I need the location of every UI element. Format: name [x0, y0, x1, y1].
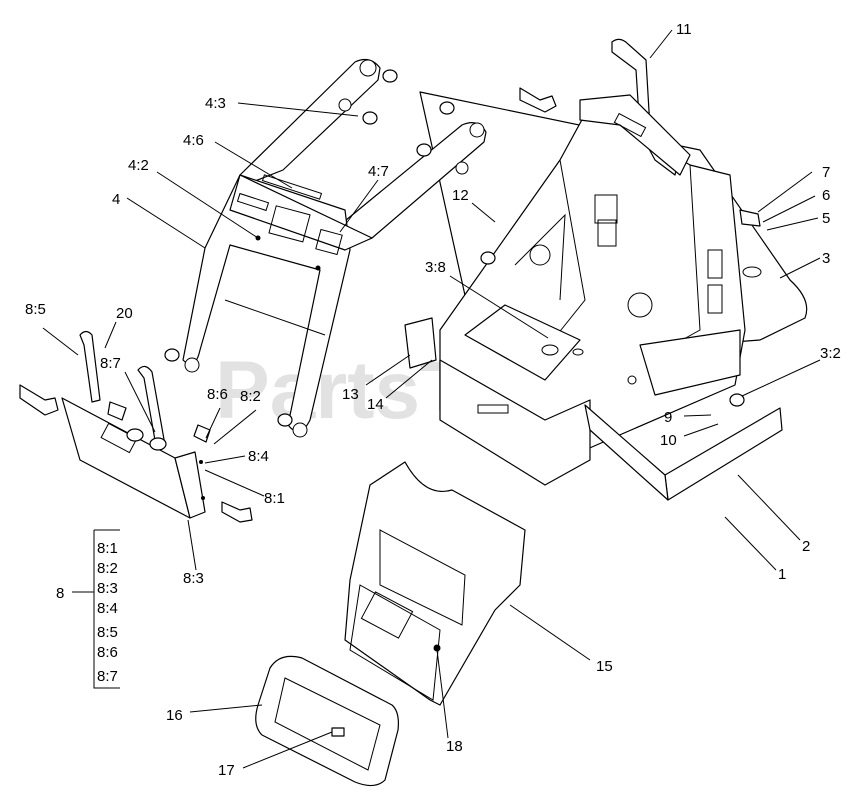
callout-3-8: 3:8 — [425, 259, 446, 276]
callout-4-3: 4:3 — [205, 95, 226, 112]
callout-8-7: 8:7 — [100, 355, 121, 372]
callout-11: 11 — [676, 21, 692, 38]
callout-16: 16 — [166, 707, 183, 724]
callout-8-6: 8:6 — [207, 386, 228, 403]
callout-6: 6 — [822, 187, 830, 204]
control-handle — [579, 38, 691, 176]
kit-group-label: 8 — [56, 585, 64, 602]
kit-item: 8:3 — [97, 580, 118, 597]
callout-labels: 11 4:3 4:6 4:2 4:7 4 12 7 6 5 3 3:8 8:5 … — [25, 21, 841, 779]
lift-arm-frame — [182, 58, 487, 438]
bracket-13 — [404, 317, 437, 369]
kit-group-list: 8 8:1 8:2 8:3 8:4 8:5 8:6 8:7 — [56, 540, 118, 685]
kit-item: 8:5 — [97, 624, 118, 641]
kit-item: 8:4 — [97, 600, 118, 617]
callout-4: 4 — [112, 191, 120, 208]
callout-8-5: 8:5 — [25, 301, 46, 318]
main-frame — [439, 104, 746, 486]
kit-group-bracket — [72, 529, 120, 689]
kit-item: 8:7 — [97, 668, 118, 685]
sensor-assemblies — [19, 87, 761, 523]
kit-item: 8:2 — [97, 560, 118, 577]
callout-4-6: 4:6 — [183, 132, 204, 149]
callout-13: 13 — [342, 386, 359, 403]
callout-2: 2 — [802, 538, 810, 555]
kit-item: 8:1 — [97, 540, 118, 557]
callout-17: 17 — [218, 762, 235, 779]
callout-8-2: 8:2 — [240, 388, 261, 405]
callout-3-2: 3:2 — [820, 345, 841, 362]
callout-1: 1 — [778, 566, 786, 583]
callout-8-1: 8:1 — [264, 490, 285, 507]
callout-10: 10 — [660, 432, 677, 449]
cover-plate — [584, 404, 783, 501]
panel-16 — [255, 655, 399, 787]
callout-9: 9 — [664, 409, 672, 426]
callout-3: 3 — [822, 250, 830, 267]
callout-4-7: 4:7 — [368, 163, 389, 180]
callout-18: 18 — [446, 738, 463, 755]
callout-8-3: 8:3 — [183, 570, 204, 587]
callout-15: 15 — [596, 658, 613, 675]
bushings — [164, 69, 745, 427]
callout-14: 14 — [367, 396, 384, 413]
callout-8-4: 8:4 — [248, 448, 269, 465]
callout-20: 20 — [116, 305, 133, 322]
callout-12: 12 — [452, 187, 469, 204]
callout-7: 7 — [822, 164, 830, 181]
leader-lines — [42, 29, 821, 769]
callout-5: 5 — [822, 210, 830, 227]
shroud — [344, 461, 526, 706]
kit-item: 8:6 — [97, 644, 118, 661]
callout-4-2: 4:2 — [128, 157, 149, 174]
